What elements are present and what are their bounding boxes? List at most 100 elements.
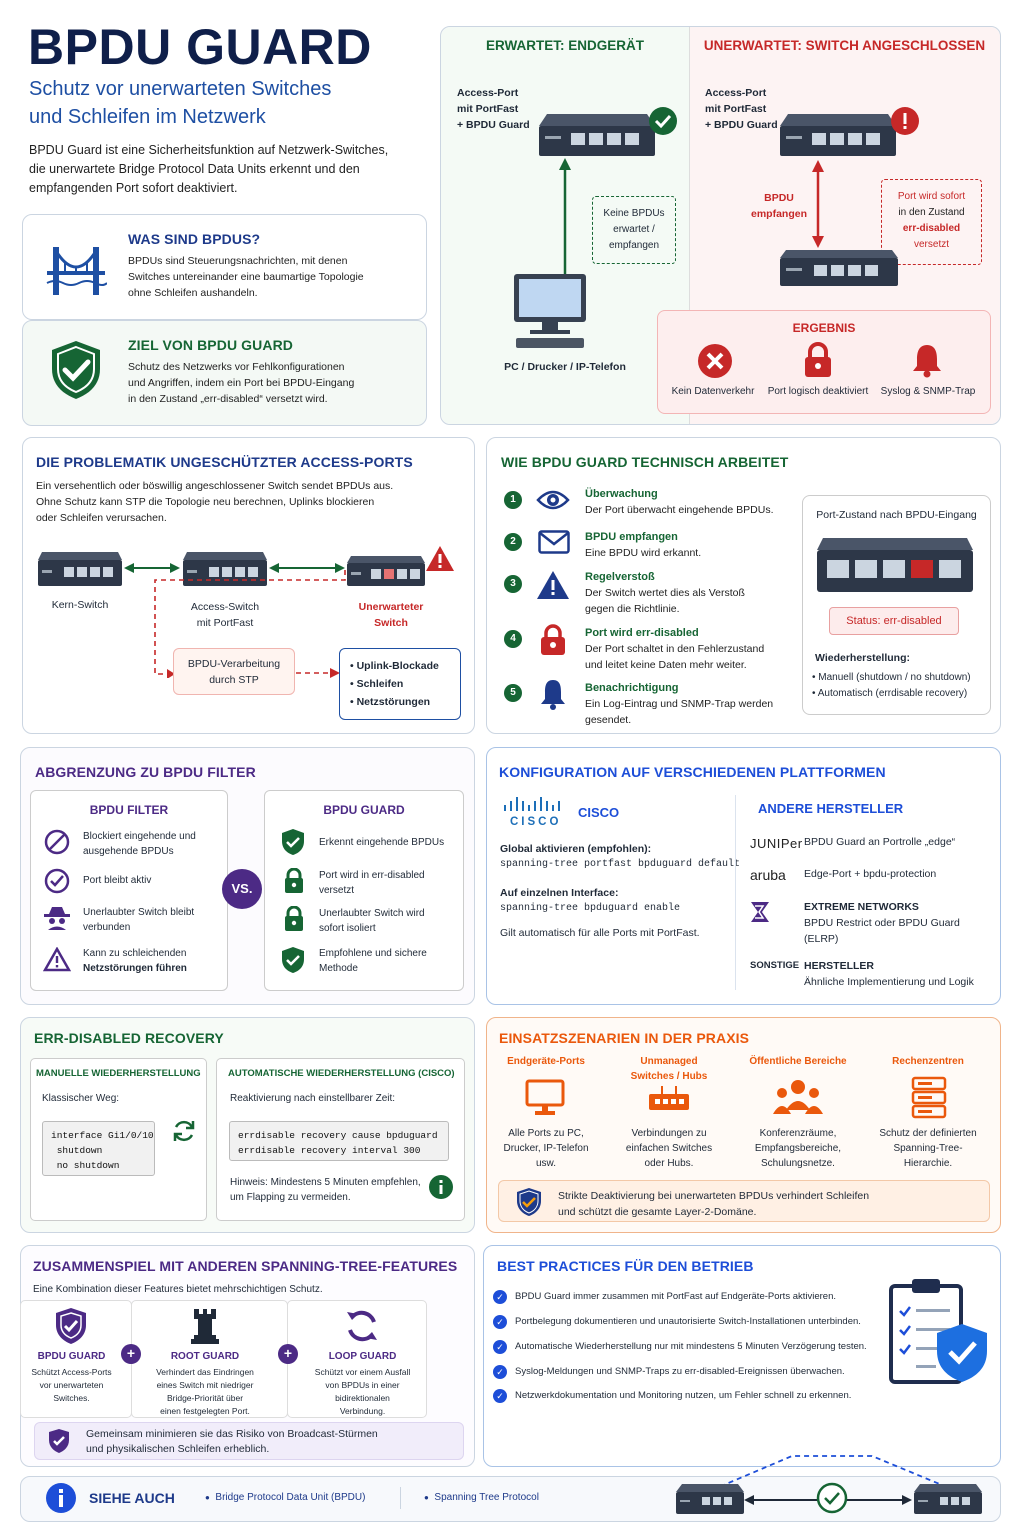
step-2-title: BPDU empfangen	[585, 531, 678, 543]
subtitle-line-1: Schutz vor unerwarteten Switches	[29, 78, 332, 100]
manual-code: interface Gi1/0/10 shutdown no shutdown	[42, 1121, 155, 1176]
filter-right-1: Erkennt eingehende BPDUs	[319, 837, 445, 848]
interplay-summary-text: Gemeinsam minimieren sie das Risiko von …	[86, 1428, 378, 1455]
device-label: PC / Drucker / IP-Telefon	[504, 361, 626, 373]
check-badge-icon	[649, 107, 677, 135]
intro-text: BPDU Guard ist eine Sicherheitsfunktion …	[29, 143, 389, 195]
block-icon	[44, 829, 70, 855]
problem-card: DIE PROBLEMATIK UNGESCHÜTZTER ACCESS-POR…	[22, 437, 475, 734]
warning-icon	[426, 546, 454, 571]
see-also-link-2[interactable]: ● Spanning Tree Protocol	[424, 1492, 539, 1503]
violation-icon	[537, 571, 569, 599]
scenario-4-title: Rechenzentren	[892, 1056, 964, 1067]
auto-title: AUTOMATISCHE WIEDERHERSTELLUNG (CISCO)	[228, 1068, 455, 1079]
summary-shield-icon	[517, 1188, 541, 1216]
step-4-number: 4	[504, 630, 522, 648]
check-4-icon: ✓	[493, 1365, 507, 1379]
step-3-number: 3	[504, 575, 522, 593]
hub-icon	[649, 1086, 689, 1110]
best-item-2: Portbelegung dokumentieren und unautoris…	[515, 1316, 861, 1327]
what-text: BPDUs sind Steuerungsnachrichten, mit de…	[128, 255, 364, 299]
caution-icon	[43, 947, 71, 972]
step-1-title: Überwachung	[585, 488, 658, 500]
guard-lock-icon-1	[285, 868, 303, 893]
bpdu-filter-title: BPDU FILTER	[89, 803, 169, 817]
config-divider	[735, 795, 736, 990]
server-icon	[911, 1076, 947, 1119]
interface-command: spanning-tree bpduguard enable	[500, 903, 681, 914]
effects-box: • Uplink-Blockade• Schleifen• Netzstörun…	[339, 648, 461, 720]
see-also-info-icon	[46, 1483, 76, 1513]
cisco-logo-icon	[504, 797, 560, 811]
feature-2-title: ROOT GUARD	[170, 1351, 240, 1362]
unexpected-switch-icon	[780, 114, 896, 156]
aruba-text: Edge-Port + bpdu-protection	[804, 868, 937, 880]
guard-shield-icon-1	[282, 829, 304, 855]
bpdu-flow-arrows	[154, 570, 346, 678]
check-1-icon: ✓	[493, 1290, 507, 1304]
step-2-text: Eine BPDU wird erkannt.	[585, 547, 702, 559]
what-title: WAS SIND BPDUs?	[128, 231, 261, 247]
rogue-switch-small-icon	[347, 556, 425, 586]
tech-title: WIE BPDU GUARD TECHNISCH ARBEITET	[501, 454, 789, 470]
step-1-text: Der Port überwacht eingehende BPDUs.	[585, 504, 774, 516]
best-item-5: Netzwerkdokumentation und Monitoring nut…	[515, 1390, 852, 1401]
bridge-icon	[46, 247, 107, 295]
pc-icon	[514, 274, 586, 348]
core-access-link	[124, 563, 180, 573]
step-3-title: Regelverstoß	[585, 571, 655, 583]
portfast-note: Gilt automatisch für alle Ports mit Port…	[500, 927, 700, 939]
expected-title: ERWARTET: ENDGERÄT	[485, 38, 644, 53]
filter-title: ABGRENZUNG ZU BPDU FILTER	[35, 764, 256, 780]
check-3-icon: ✓	[493, 1340, 507, 1354]
plus-badge-2: +	[278, 1344, 298, 1364]
interplay-summary-box	[34, 1422, 464, 1460]
port-state-switch-icon	[817, 538, 973, 592]
result-item-3: Syslog & SNMP-Trap	[880, 386, 976, 397]
result-item-1: Kein Datenverkehr	[671, 386, 755, 397]
result-title: ERGEBNIS	[792, 321, 856, 335]
bpdu-guard-shield-icon	[56, 1308, 86, 1344]
recovery-label: Wiederherstellung:	[815, 652, 911, 664]
juniper-logo: JUNIPer	[750, 836, 803, 851]
see-also-link-1[interactable]: ● Bridge Protocol Data Unit (BPDU)	[205, 1492, 366, 1503]
port-state-panel	[802, 495, 991, 715]
core-switch-icon	[38, 552, 122, 586]
recovery-options: • Manuell (shutdown / no shutdown)• Auto…	[812, 672, 971, 699]
expected-uplink-arrow	[559, 158, 571, 274]
info-icon	[429, 1175, 453, 1199]
step-4-title: Port wird err-disabled	[585, 627, 699, 639]
rogue-switch-icon	[780, 250, 898, 286]
other-label: SONSTIGE	[750, 960, 800, 971]
feature-3-title: LOOP GUARD	[328, 1351, 397, 1362]
bpdu-guard-title: BPDU GUARD	[323, 803, 405, 817]
goal-card: ZIEL VON BPDU GUARD Schutz des Netzwerks…	[22, 320, 427, 426]
plus-badge-1: +	[121, 1344, 141, 1364]
scenario-1-title: Endgeräte-Ports	[507, 1056, 585, 1067]
auto-code: errdisable recovery cause bpduguard errd…	[229, 1121, 449, 1161]
scenario-3-title: Öffentliche Bereiche	[749, 1056, 847, 1067]
bpdu-arrow	[812, 160, 824, 248]
vs-badge: VS.	[222, 869, 262, 909]
unexpected-title: UNERWARTET: SWITCH ANGESCHLOSSEN	[703, 38, 986, 53]
no-traffic-icon	[698, 344, 732, 378]
best-item-1: BPDU Guard immer zusammen mit PortFast a…	[515, 1291, 837, 1302]
see-also-title: SIEHE AUCH	[89, 1490, 175, 1506]
step-2-number: 2	[504, 533, 522, 551]
